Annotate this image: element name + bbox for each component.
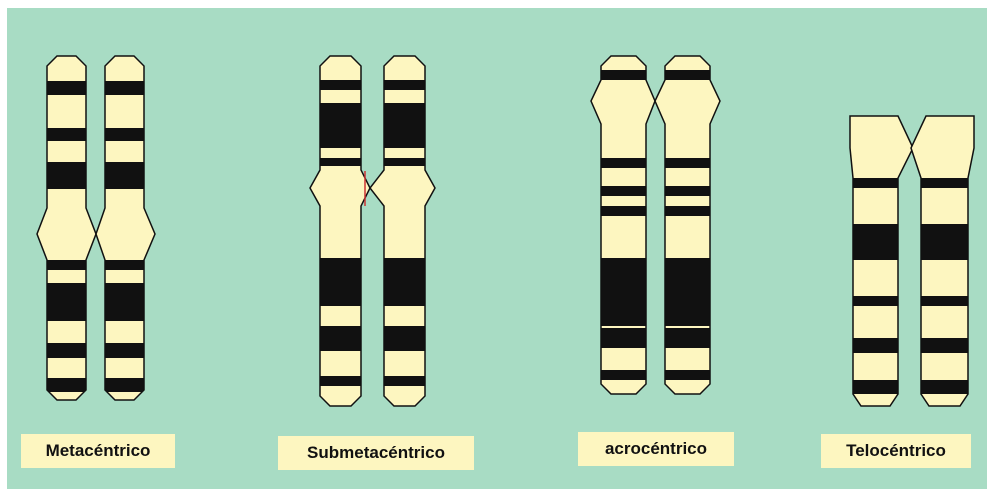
- chromosome-band: [663, 70, 712, 80]
- chromatid-body: [850, 116, 913, 406]
- chromosome-band: [382, 103, 427, 148]
- chromosome-band: [318, 376, 363, 386]
- chromosome-acrocentric: [591, 56, 720, 394]
- chromosome-band: [103, 378, 146, 392]
- chromosome-band: [382, 258, 427, 306]
- chromosome-band: [663, 186, 712, 196]
- chromosome-band: [45, 81, 88, 95]
- diagram-panel: Metacéntrico Submetacéntrico acrocéntric…: [7, 8, 987, 489]
- chromosome-band: [45, 283, 88, 321]
- chromosome-band: [663, 206, 712, 216]
- chromatid-left: [37, 56, 96, 400]
- label-telocentric: Telocéntrico: [821, 434, 971, 468]
- chromosome-metacentric: [37, 56, 155, 400]
- chromosome-band: [318, 80, 363, 90]
- chromosome-band: [318, 326, 363, 351]
- chromosome-diagram: [7, 8, 987, 489]
- chromosome-telocentric: [850, 116, 974, 406]
- chromosome-band: [318, 158, 363, 166]
- chromosome-band: [103, 283, 146, 321]
- chromosome-band: [663, 158, 712, 168]
- chromosome-band: [45, 378, 88, 392]
- label-submetacentric: Submetacéntrico: [278, 436, 474, 470]
- chromosome-band: [599, 158, 648, 168]
- chromosome-band: [382, 326, 427, 351]
- chromosome-band: [45, 343, 88, 358]
- chromosome-band: [45, 162, 88, 189]
- chromosome-band: [919, 224, 970, 260]
- chromosome-band: [919, 338, 970, 353]
- chromosome-band: [599, 186, 648, 196]
- chromosome-band: [919, 296, 970, 306]
- chromosome-band: [45, 260, 88, 270]
- label-acrocentric: acrocéntrico: [578, 432, 734, 466]
- chromosome-band: [663, 328, 712, 348]
- chromatid-left: [591, 56, 655, 394]
- chromatid-right: [655, 56, 720, 394]
- chromosome-band: [919, 380, 970, 394]
- chromosome-band: [663, 258, 712, 326]
- chromosome-band: [382, 80, 427, 90]
- chromatid-right: [911, 116, 974, 406]
- chromatid-left: [850, 116, 913, 406]
- chromosome-band: [851, 178, 900, 188]
- chromosome-band: [851, 296, 900, 306]
- chromosome-band: [663, 370, 712, 380]
- chromosome-band: [103, 343, 146, 358]
- chromosome-band: [45, 128, 88, 141]
- chromosome-submetacentric: [310, 56, 435, 406]
- chromosome-band: [103, 128, 146, 141]
- chromatid-left: [310, 56, 370, 406]
- chromosome-band: [318, 103, 363, 148]
- chromosome-band: [318, 258, 363, 306]
- chromosome-band: [103, 162, 146, 189]
- chromosome-band: [851, 224, 900, 260]
- label-metacentric: Metacéntrico: [21, 434, 175, 468]
- chromosome-band: [851, 380, 900, 394]
- chromosome-band: [103, 260, 146, 270]
- chromosome-band: [599, 206, 648, 216]
- chromosome-band: [382, 158, 427, 166]
- chromosome-band: [851, 338, 900, 353]
- chromatid-right: [370, 56, 435, 406]
- chromosome-band: [599, 70, 648, 80]
- chromosome-band: [382, 376, 427, 386]
- chromosome-band: [919, 178, 970, 188]
- chromosome-band: [103, 81, 146, 95]
- chromosome-band: [599, 258, 648, 326]
- chromosome-band: [599, 328, 648, 348]
- chromosome-band: [599, 370, 648, 380]
- chromatid-right: [96, 56, 155, 400]
